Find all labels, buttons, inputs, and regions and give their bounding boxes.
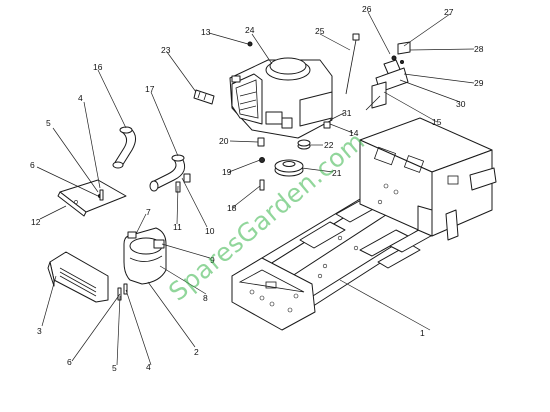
callout-6-top: 6 xyxy=(30,160,35,170)
callout-9: 9 xyxy=(210,255,215,265)
callout-26: 26 xyxy=(362,4,372,14)
callout-20: 20 xyxy=(219,136,229,146)
lower-heat-shield xyxy=(47,251,109,303)
callout-14: 14 xyxy=(349,128,359,138)
callout-30: 30 xyxy=(456,99,466,109)
callout-15: 15 xyxy=(432,117,442,127)
callout-24: 24 xyxy=(245,25,255,35)
callout-2: 2 xyxy=(194,347,199,357)
exhaust-pipe-16 xyxy=(112,126,136,169)
callout-28: 28 xyxy=(474,44,484,54)
engine-assembly xyxy=(229,57,333,139)
pulley xyxy=(274,139,311,177)
leader-lines xyxy=(36,11,475,366)
callout-4-bottom: 4 xyxy=(146,362,151,372)
callout-3: 3 xyxy=(37,326,42,336)
callout-21: 21 xyxy=(332,168,342,178)
dipstick xyxy=(345,33,360,95)
throttle-bracket xyxy=(365,41,411,111)
callout-22: 22 xyxy=(324,140,334,150)
heat-shield xyxy=(57,179,127,217)
callout-16: 16 xyxy=(93,62,103,72)
callout-numbers: 1 2 3 4 5 6 7 8 9 10 11 12 13 14 15 16 1… xyxy=(30,4,484,373)
callout-27: 27 xyxy=(444,7,454,17)
callout-4-top: 4 xyxy=(78,93,83,103)
callout-12: 12 xyxy=(31,217,41,227)
callout-31: 31 xyxy=(342,108,352,118)
callout-7: 7 xyxy=(146,207,151,217)
callout-5-top: 5 xyxy=(46,118,51,128)
callout-11: 11 xyxy=(173,222,182,232)
chassis-frame xyxy=(231,117,497,331)
callout-8: 8 xyxy=(203,293,208,303)
callout-23: 23 xyxy=(161,45,171,55)
callout-1: 1 xyxy=(420,328,425,338)
callout-5-bottom: 5 xyxy=(112,363,117,373)
callout-29: 29 xyxy=(474,78,484,88)
callout-10: 10 xyxy=(205,226,215,236)
callout-19: 19 xyxy=(222,167,232,177)
callout-17: 17 xyxy=(145,84,155,94)
callout-25: 25 xyxy=(315,26,325,36)
lower-screws xyxy=(97,189,128,301)
muffler xyxy=(123,227,167,285)
fuel-fitting xyxy=(193,89,215,105)
callout-18: 18 xyxy=(227,203,237,213)
exhaust-pipe-17 xyxy=(149,154,191,193)
callout-6-bottom: 6 xyxy=(67,357,72,367)
callout-13: 13 xyxy=(201,27,211,37)
